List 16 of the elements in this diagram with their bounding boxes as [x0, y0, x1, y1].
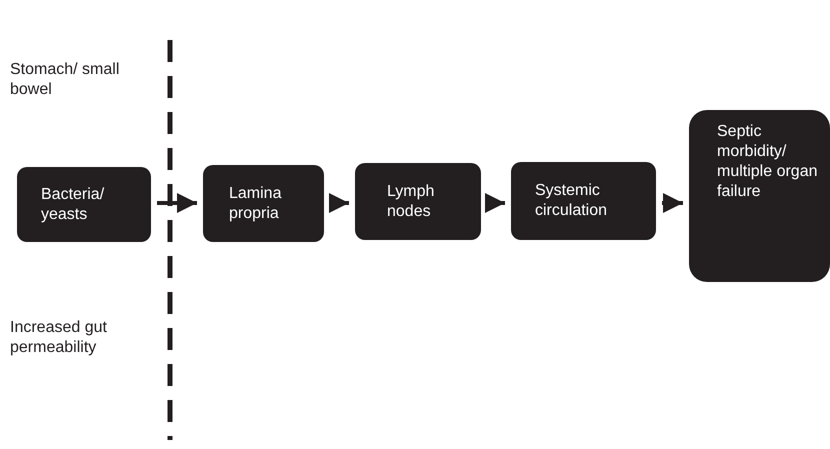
process-box — [511, 162, 656, 240]
process-box — [355, 163, 481, 240]
region-label: Increased gut permeability — [10, 318, 108, 358]
region-label: Stomach/ small bowel — [10, 60, 120, 100]
box-label: Lymph nodes — [387, 182, 436, 222]
box-label: Septic morbidity/ multiple organ failure — [717, 122, 818, 202]
box-label: Bacteria/ yeasts — [41, 184, 106, 224]
process-box — [203, 165, 324, 242]
arrow — [329, 193, 349, 213]
arrow — [662, 193, 683, 213]
process-box — [689, 110, 830, 282]
arrow — [157, 193, 197, 213]
box-label: Lamina propria — [229, 184, 282, 224]
arrow — [485, 193, 505, 213]
box-label: Systemic circulation — [535, 181, 608, 221]
process-box — [17, 167, 151, 242]
